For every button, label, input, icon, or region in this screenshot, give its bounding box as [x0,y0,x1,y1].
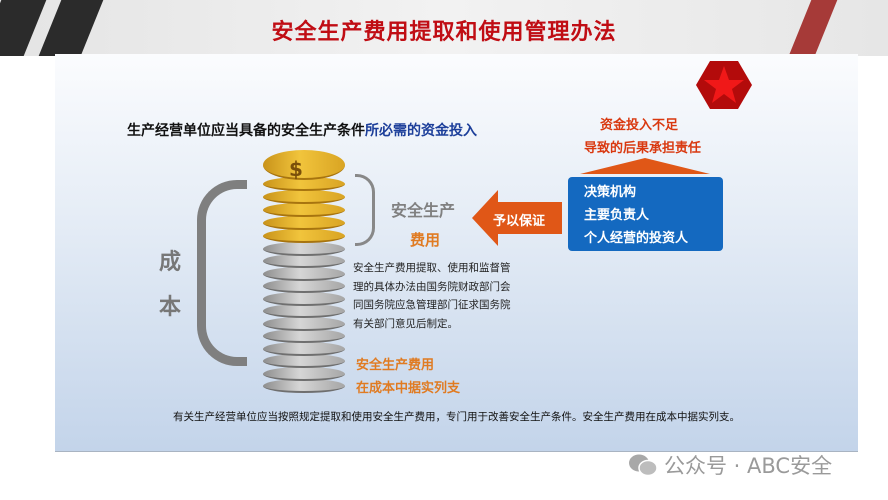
silver-coin [263,329,345,343]
responsible-item: 决策机构 [584,185,637,200]
slide-panel: 生产经营单位应当具备的安全生产条件所必需的资金投入 成 本 $ 安全生产 费用 … [55,54,858,452]
gold-coin [263,177,345,191]
left-arrow-icon [472,190,562,246]
watermark-text: 公众号 · ABC安全 [664,454,833,478]
list-note-line1: 安全生产费用 [356,358,435,373]
up-triangle [580,158,710,174]
gold-coin [263,203,345,217]
silver-coin [263,341,345,356]
description-line: 安全生产费用提取、使用和监督管 [353,262,511,274]
wechat-icon [629,454,658,477]
silver-coin [263,304,345,318]
silver-coin [263,291,345,306]
silver-coin [263,279,345,293]
cost-label-1: 成 [159,250,182,275]
description-line: 有关部门意见后制定。 [353,317,458,330]
list-note-line2: 在成本中据实列支 [356,381,461,396]
gold-coin [263,190,345,204]
silver-coin [263,241,345,256]
silver-coin [263,266,345,281]
silver-coin [263,254,345,268]
fee-brace [355,174,375,246]
gold-coin [263,229,345,243]
footer-note: 有关生产经营单位应当按照规定提取和使用安全生产费用，专门用于改善安全生产条件。安… [173,411,740,423]
description-line: 同国务院应急管理部门征求国务院 [353,299,511,311]
page-title: 安全生产费用提取和使用管理办法 [271,20,617,45]
watermark: 公众号 · ABC安全 [628,450,832,480]
silver-coin [263,379,345,393]
fee-label-line2: 费用 [410,231,441,249]
gold-coin [263,150,345,180]
silver-coin [263,366,345,381]
gold-coin [263,216,345,230]
cost-label-2: 本 [159,295,182,320]
section-heading: 生产经营单位应当具备的安全生产条件所必需的资金投入 [127,123,477,139]
responsible-box: 决策机构 主要负责人 个人经营的投资人 [568,177,723,251]
silver-coin [263,354,345,368]
consequence-line2: 导致的后果承担责任 [584,141,702,156]
arrow-label: 予以保证 [493,214,546,229]
silver-coin [263,316,345,331]
cost-brace [197,180,247,366]
fee-label-line1: 安全生产 [391,201,456,220]
title-bar: 安全生产费用提取和使用管理办法 [0,0,888,56]
consequence-line1: 资金投入不足 [600,118,679,133]
responsible-item: 个人经营的投资人 [584,231,689,246]
dollar-icon: $ [289,157,303,181]
description-line: 理的具体办法由国务院财政部门会 [353,280,511,293]
responsible-item: 主要负责人 [584,208,650,223]
star-hexagon-icon [696,61,752,109]
description: 安全生产费用提取、使用和监督管 理的具体办法由国务院财政部门会 同国务院应急管理… [353,259,533,333]
